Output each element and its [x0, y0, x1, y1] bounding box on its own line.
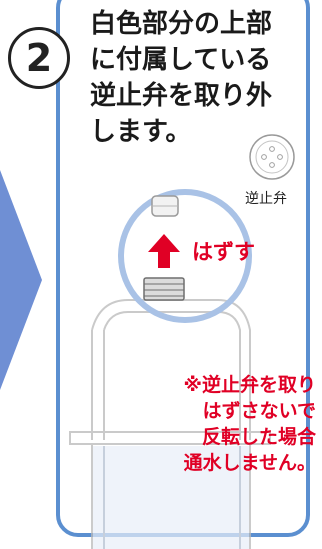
instruction-line: に付属している: [90, 45, 272, 75]
note-line: 反転した場合: [201, 426, 316, 448]
highlight-circle: [118, 189, 252, 323]
check-valve-detail: [249, 134, 295, 180]
step-number: 2: [25, 36, 53, 80]
note-line: はずさないで: [202, 400, 316, 422]
instruction-line: 白色部分の上部: [90, 9, 273, 39]
remove-arrow: [148, 234, 180, 268]
instruction-line: します。: [90, 117, 192, 147]
threaded-fitting: [143, 277, 185, 301]
step-number-badge: 2: [8, 27, 70, 89]
instruction-line: 逆止弁を取り外: [90, 81, 273, 111]
note-line: ※逆止弁を取り: [183, 374, 316, 396]
check-valve-part: [151, 195, 179, 217]
previous-step-arrow: [0, 170, 42, 390]
instruction-text: 白色部分の上部 に付属している 逆止弁を取り外 します。: [90, 6, 315, 150]
cartridge-lower-fill: [93, 446, 249, 549]
check-valve-label: 逆止弁: [245, 191, 287, 207]
warning-note: ※逆止弁を取り はずさないで 反転した場合 通水しません。: [116, 372, 316, 476]
remove-label: はずす: [192, 240, 255, 264]
note-line: 通水しません。: [183, 452, 316, 474]
